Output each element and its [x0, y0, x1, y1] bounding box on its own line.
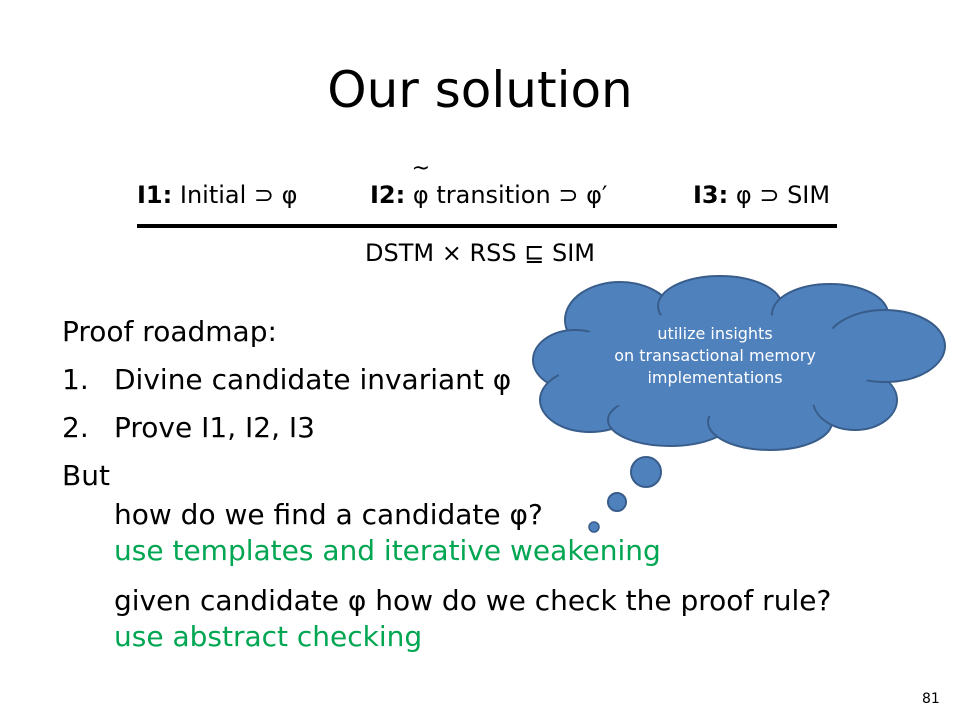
premise-i2-text: transition ⊃ φ′	[436, 181, 608, 209]
phi-symbol: φ	[412, 181, 429, 209]
slide-title: Our solution	[327, 61, 633, 119]
premise-i3-text: φ ⊃ SIM	[735, 181, 831, 209]
answer-templates: use templates and iterative weakening	[114, 534, 661, 567]
page-number: 81	[922, 691, 940, 707]
premise-i2-label: I2:	[370, 181, 406, 209]
premise-i1-label: I1:	[137, 181, 173, 209]
thought-bubble-medium	[607, 492, 627, 512]
roadmap-step-1-number: 1.	[62, 363, 89, 396]
roadmap-step-1-text: Divine candidate invariant φ	[114, 363, 512, 396]
premise-i2: I2: ~ φ transition ⊃ φ′	[370, 158, 608, 212]
roadmap-step-2-number: 2.	[62, 411, 89, 444]
cloud-line-1: utilize insights	[657, 324, 773, 343]
roadmap-step-2-text: Prove I1, I2, I3	[114, 411, 315, 444]
rule-conclusion: DSTM × RSS ⊑ SIM	[365, 239, 595, 267]
cloud-text: utilize insights on transactional memory…	[560, 323, 870, 389]
thought-bubble-small	[588, 521, 600, 533]
inference-line	[137, 224, 837, 228]
premise-i3-label: I3:	[693, 181, 729, 209]
cloud-line-2: on transactional memory	[614, 346, 816, 365]
phi-tilde: ~ φ	[412, 158, 430, 212]
premise-i1-text: Initial ⊃ φ	[179, 181, 298, 209]
premise-i1: I1: Initial ⊃ φ	[137, 178, 297, 212]
thought-bubble-large	[630, 456, 662, 488]
premise-i3: I3: φ ⊃ SIM	[693, 178, 830, 212]
question-check-rule: given candidate φ how do we check the pr…	[114, 584, 832, 617]
tilde-mark: ~	[411, 156, 431, 181]
roadmap-heading: Proof roadmap:	[62, 315, 277, 348]
but-label: But	[62, 459, 110, 492]
question-find-candidate: how do we find a candidate φ?	[114, 498, 543, 531]
answer-abstract-checking: use abstract checking	[114, 620, 423, 653]
cloud-line-3: implementations	[647, 368, 783, 387]
